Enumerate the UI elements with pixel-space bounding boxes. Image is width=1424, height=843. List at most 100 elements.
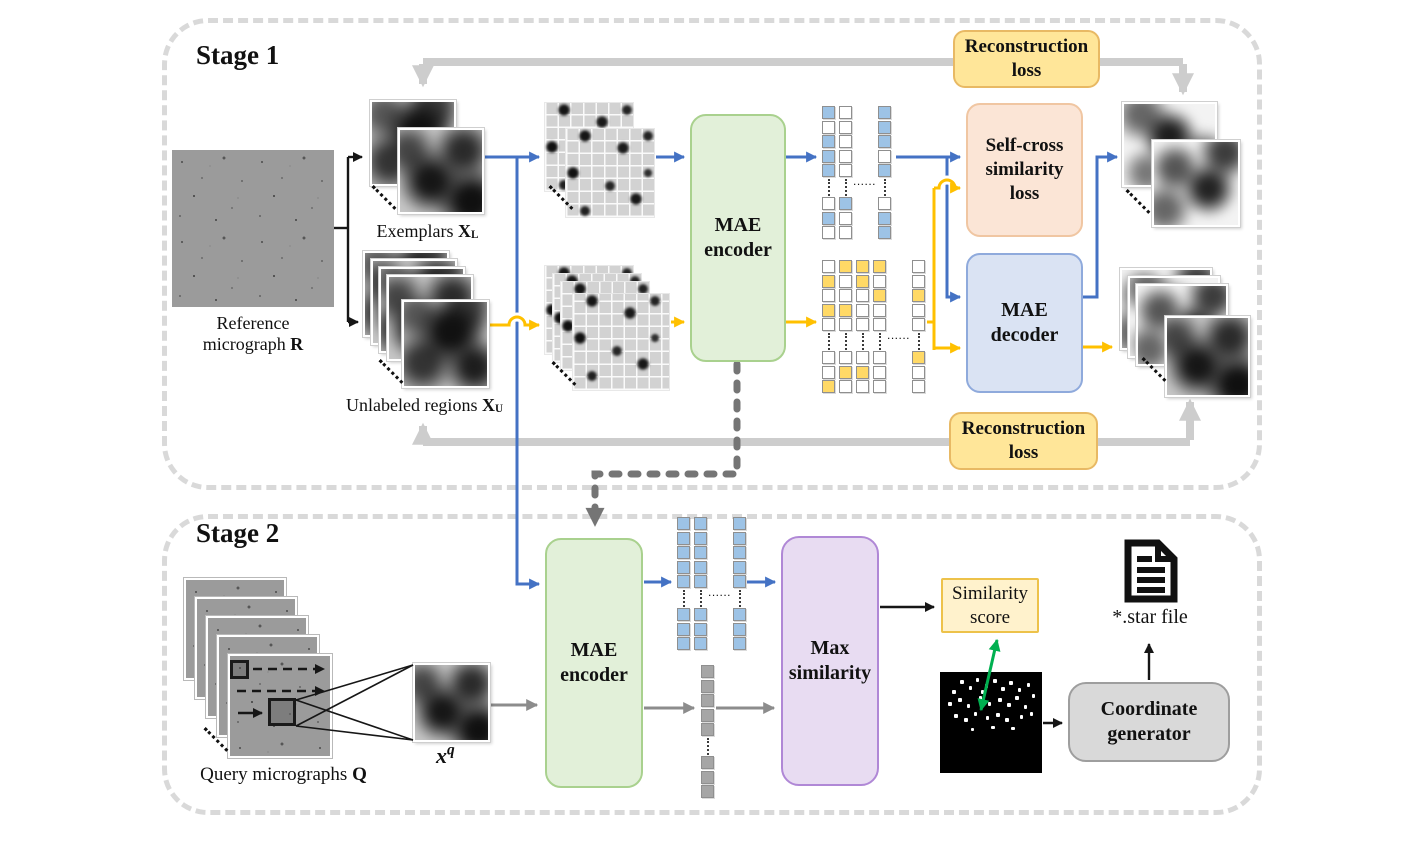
exemplar-image-front <box>398 128 484 214</box>
token-cell <box>733 531 746 545</box>
token-column-ellipsis <box>738 589 741 607</box>
detected-particle-dot <box>1011 726 1015 731</box>
token-column <box>694 517 707 652</box>
token-cell <box>856 380 869 393</box>
detected-particle-dot <box>1023 705 1028 709</box>
detected-particle-dot <box>980 690 985 694</box>
token-column-ellipsis <box>883 178 886 196</box>
detected-particle-dot <box>1019 715 1024 719</box>
token-column <box>733 517 746 652</box>
token-cell <box>873 365 886 379</box>
token-cell <box>873 260 886 273</box>
token-cell <box>839 211 852 225</box>
detected-particle-dot <box>985 716 990 720</box>
token-cell <box>839 351 852 364</box>
token-cell <box>677 531 690 545</box>
scan-window-current <box>268 698 296 726</box>
query-reference-tokens: ...... <box>677 517 750 652</box>
token-cell <box>677 560 690 574</box>
token-column <box>873 260 886 395</box>
token-cell <box>701 756 714 769</box>
detected-particle-dot <box>948 702 952 706</box>
stage1-title: Stage 1 <box>196 40 280 70</box>
token-cell <box>856 318 869 331</box>
token-column <box>822 260 835 395</box>
token-cell <box>694 531 707 545</box>
token-cell <box>677 546 690 559</box>
token-ellipsis: ...... <box>887 328 911 342</box>
token-cell <box>878 211 891 225</box>
masked-grid-exemplar-front <box>566 129 654 217</box>
detected-particle-dot <box>978 696 983 700</box>
token-column-ellipsis <box>844 178 847 196</box>
detected-particle-dot <box>1029 712 1034 716</box>
token-cell <box>701 694 714 707</box>
token-cell <box>839 197 852 210</box>
token-cell <box>839 106 852 119</box>
token-cell <box>912 303 925 317</box>
token-column <box>822 106 835 241</box>
token-cell <box>822 135 835 148</box>
token-cell <box>822 289 835 302</box>
token-cell <box>677 575 690 588</box>
unlabeled-tokens: ...... <box>822 260 929 395</box>
exemplars-label: Exemplars XL <box>376 221 479 241</box>
token-cell <box>873 303 886 317</box>
token-cell <box>873 318 886 331</box>
star-file-icon <box>1124 539 1178 603</box>
token-cell <box>878 120 891 134</box>
detected-particle-dot <box>991 725 995 730</box>
token-cell <box>822 106 835 119</box>
token-cell <box>701 665 714 678</box>
token-column <box>878 106 891 241</box>
reference-micrograph-image <box>172 150 334 307</box>
token-cell <box>912 289 925 302</box>
scan-window-start <box>230 660 249 679</box>
token-column-ellipsis <box>706 737 709 755</box>
token-cell <box>839 164 852 177</box>
token-column <box>839 260 852 395</box>
token-cell <box>878 226 891 239</box>
token-cell <box>878 197 891 210</box>
star-file-label: *.star file <box>1112 606 1188 628</box>
token-cell <box>839 318 852 331</box>
token-column-ellipsis <box>827 332 830 350</box>
detected-particle-dot <box>968 686 973 690</box>
token-cell <box>856 351 869 364</box>
exemplar-tokens: ...... <box>822 106 895 241</box>
token-cell <box>694 517 707 530</box>
token-cell <box>873 351 886 364</box>
masked-grid-unlabeled-front <box>573 294 669 390</box>
token-cell <box>733 575 746 588</box>
token-cell <box>856 274 869 288</box>
detected-particle-dot <box>987 702 992 706</box>
token-cell <box>822 149 835 163</box>
token-column-ellipsis <box>844 332 847 350</box>
token-column-ellipsis <box>917 332 920 350</box>
token-cell <box>822 274 835 288</box>
token-cell <box>839 303 852 317</box>
token-cell <box>839 274 852 288</box>
token-ellipsis: ...... <box>853 174 877 188</box>
token-column-ellipsis <box>878 332 881 350</box>
token-cell <box>912 351 925 364</box>
token-cell <box>839 260 852 273</box>
token-cell <box>822 164 835 177</box>
token-cell <box>677 608 690 621</box>
token-cell <box>878 149 891 163</box>
recon-exemplar-front <box>1152 140 1240 227</box>
unlabeled-image-front <box>402 300 489 388</box>
token-column-ellipsis <box>861 332 864 350</box>
token-cell <box>701 785 714 798</box>
recon-unlabeled-front <box>1165 316 1250 397</box>
token-cell <box>856 289 869 302</box>
token-column-ellipsis <box>682 589 685 607</box>
token-cell <box>839 226 852 239</box>
detected-particle-dot <box>964 718 968 722</box>
token-cell <box>839 120 852 134</box>
